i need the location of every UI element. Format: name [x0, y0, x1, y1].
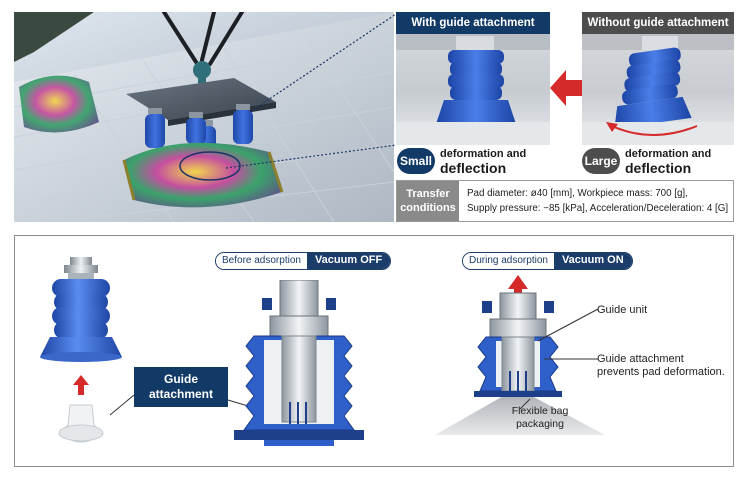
prevents-line1: Guide attachment [597, 353, 684, 365]
large-result-line2: deflection [625, 160, 692, 176]
transfer-line1: Pad diameter: ø40 [mm], Workpiece mass: … [467, 188, 688, 199]
before-adsorption-text: Before adsorption [216, 253, 307, 269]
small-result-line1: deformation and [440, 148, 527, 160]
cross-section-vacuum-off [234, 280, 364, 446]
without-guide-header: Without guide attachment [582, 12, 734, 34]
with-guide-panel: With guide attachment [396, 12, 550, 145]
flexible-bag-callout: Flexible bag packaging [505, 405, 575, 431]
cross-section-box [14, 235, 734, 467]
guide-prevents-callout: Guide attachment prevents pad deformatio… [597, 353, 725, 379]
without-guide-panel: Without guide attachment [582, 12, 734, 145]
transfer-label-line2: conditions [400, 202, 456, 214]
guide-label-line2: attachment [148, 387, 213, 401]
guide-attachment-label: Guide attachment [134, 367, 228, 407]
prevents-line2: prevents pad deformation. [597, 366, 725, 378]
without-guide-pad-photo [582, 34, 734, 145]
guide-label-line1: Guide [163, 372, 198, 386]
large-result-line1: deformation and [625, 148, 712, 160]
transfer-conditions-box: Transfer conditions Pad diameter: ø40 [m… [396, 180, 734, 222]
during-adsorption-text: During adsorption [463, 253, 554, 269]
transfer-label-line1: Transfer [406, 188, 450, 200]
transfer-line2: Supply pressure: −85 [kPa], Acceleration… [467, 203, 729, 214]
small-result-line2: deflection [440, 160, 507, 176]
vacuum-off-state-label: Before adsorption Vacuum OFF [215, 252, 392, 270]
red-arrow-up-icon [73, 375, 89, 395]
red-arrow-up-icon [508, 275, 528, 301]
guide-unit-callout: Guide unit [597, 304, 648, 316]
transfer-conditions-label: Transfer conditions [397, 181, 459, 221]
small-badge: Small [397, 148, 435, 174]
with-guide-pad-photo [396, 34, 550, 145]
pad-product-photo [40, 257, 122, 443]
vacuum-off-text: Vacuum OFF [306, 253, 391, 269]
large-result-text: deformation and deflection [625, 148, 711, 176]
with-guide-header: With guide attachment [396, 12, 550, 34]
large-badge: Large [582, 148, 620, 174]
transfer-conditions-text: Pad diameter: ø40 [mm], Workpiece mass: … [467, 186, 728, 216]
vacuum-on-state-label: During adsorption Vacuum ON [462, 252, 633, 270]
red-arrow-left-icon [550, 70, 582, 106]
curved-arrow-icon [611, 125, 698, 136]
vacuum-on-text: Vacuum ON [553, 253, 632, 269]
flexible-line2: packaging [516, 418, 564, 430]
flexible-line1: Flexible bag [511, 405, 569, 417]
cross-section-vacuum-on [435, 275, 605, 435]
small-result-text: deformation and deflection [440, 148, 526, 176]
